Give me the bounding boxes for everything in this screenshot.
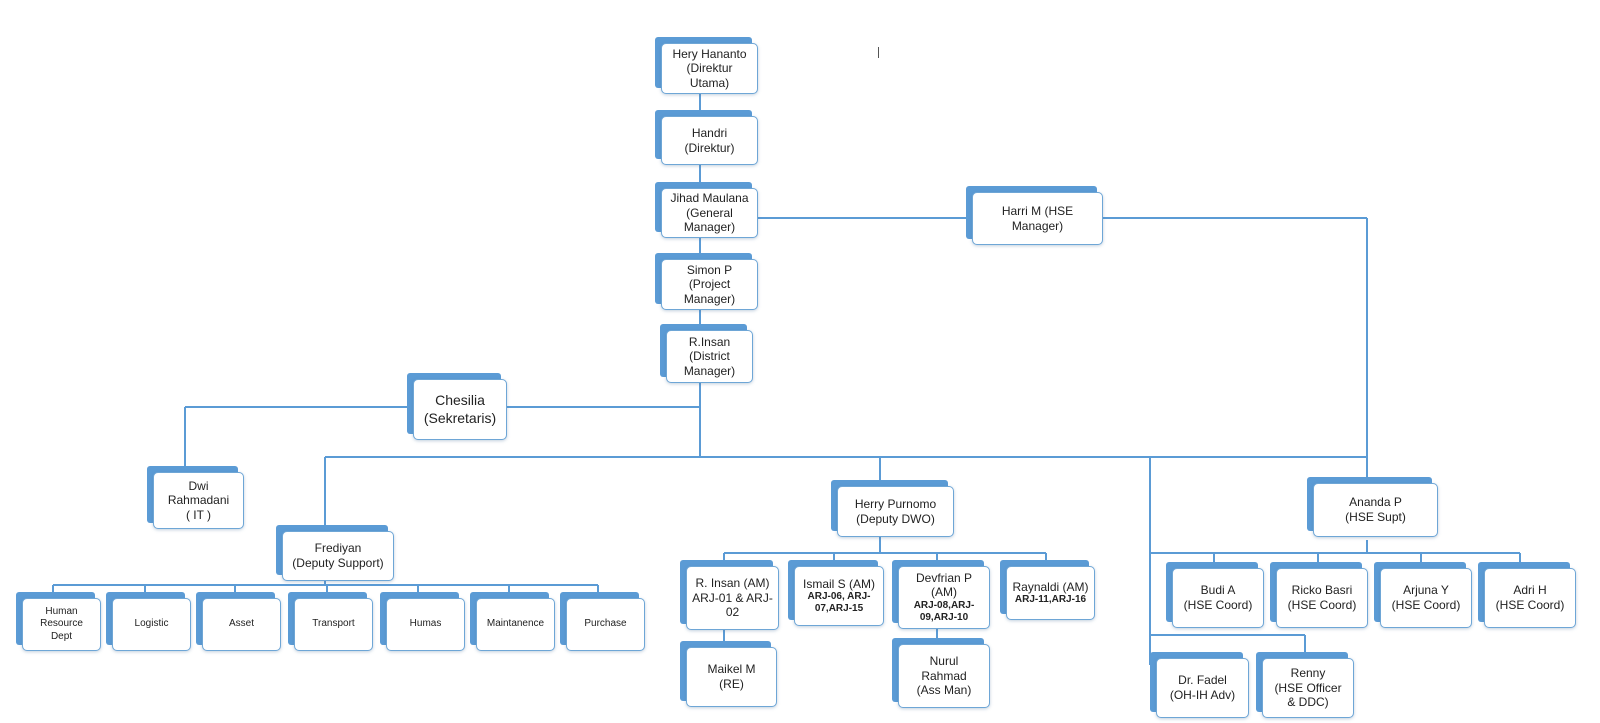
role-label: (RE) [719, 677, 744, 691]
box-coord-budi: Budi A (HSE Coord) [1166, 562, 1264, 628]
role-label: (HSE Coord) [1391, 598, 1461, 612]
name-label: Maikel M [707, 662, 756, 677]
name-label: Human Resource Dept [40, 606, 83, 642]
box-district-manager: R.Insan (District Manager) [660, 324, 753, 383]
box-humas: Humas [380, 592, 465, 651]
name-label: Humas [409, 618, 442, 630]
name-label: Jihad Maulana [670, 191, 749, 206]
name-label: R. Insan (AM) ARJ-01 & ARJ- 02 [692, 576, 773, 620]
box-project-manager: Simon P (Project Manager) [655, 253, 758, 310]
name-label: Devfrian P (AM) [915, 570, 973, 600]
name-label: Herry Purnomo [854, 496, 937, 511]
box-officer-renny: Renny (HSE Officer & DDC) [1256, 652, 1354, 718]
role-label: (Ass Man) [916, 683, 972, 698]
name-label: Harri M (HSE Manager) [1001, 203, 1074, 233]
text-cursor-mark [878, 47, 879, 58]
box-purchase: Purchase [560, 592, 645, 651]
box-coord-adri: Adri H (HSE Coord) [1478, 562, 1576, 628]
name-label: Ananda P [1349, 495, 1402, 510]
name-label: Purchase [584, 618, 627, 630]
role-label: (Sekretaris) [423, 409, 497, 426]
box-coord-arjuna: Arjuna Y (HSE Coord) [1374, 562, 1472, 628]
box-sekretaris: Chesilia (Sekretaris) [407, 373, 507, 440]
role-label: (HSE Coord) [1495, 598, 1565, 612]
box-am-ismail: Ismail S (AM) ARJ-06, ARJ- 07,ARJ-15 [788, 560, 884, 626]
role-label: ( IT ) [185, 507, 212, 522]
role-label: (HSE Coord) [1287, 598, 1357, 612]
box-deputy-dwo: Herry Purnomo (Deputy DWO) [831, 480, 954, 537]
box-am-devfrian: Devfrian P (AM) ARJ-08,ARJ- 09,ARJ-10 [892, 560, 990, 629]
box-direktur-utama: Hery Hananto (Direktur Utama) [655, 37, 758, 94]
box-it: Dwi Rahmadani ( IT ) [147, 466, 244, 529]
box-general-manager: Jihad Maulana (General Manager) [655, 182, 758, 238]
role-label: (HSE Supt) [1345, 510, 1406, 524]
box-maintanence: Maintanence [470, 592, 555, 651]
name-label: Budi A [1200, 583, 1236, 598]
box-human-resource: Human Resource Dept [16, 592, 101, 651]
name-label: R.Insan [688, 334, 731, 349]
box-logistic: Logistic [106, 592, 191, 651]
box-transport: Transport [288, 592, 373, 651]
role-label: (District Manager) [683, 349, 736, 378]
box-asset: Asset [196, 592, 281, 651]
name-label: Adri H [1513, 583, 1547, 598]
role-label: (HSE Officer & DDC) [1274, 680, 1342, 710]
role-label: (Direktur Utama) [686, 61, 733, 90]
box-am-raynaldi: Raynaldi (AM) ARJ-11,ARJ-16 [1000, 560, 1095, 620]
role-label: (Project Manager) [683, 277, 736, 306]
role-label: (Deputy Support) [292, 556, 384, 570]
role-label: (General Manager) [683, 205, 736, 235]
area-code-label: ARJ-08,ARJ- 09,ARJ-10 [913, 599, 975, 624]
box-re-maikel: Maikel M (RE) [680, 641, 777, 707]
name-label: Renny [1290, 666, 1326, 681]
name-label: Nurul Rahmad [921, 654, 967, 683]
role-label: (Deputy DWO) [856, 511, 935, 526]
role-label: (HSE Coord) [1183, 598, 1253, 612]
area-code-label: ARJ-06, ARJ- 07,ARJ-15 [807, 591, 871, 615]
name-label: Asset [228, 618, 254, 630]
name-label: Frediyan [314, 541, 362, 556]
box-deputy-support: Frediyan (Deputy Support) [276, 525, 394, 581]
box-hse-manager: Harri M (HSE Manager) [966, 186, 1103, 245]
name-label: Transport [312, 618, 355, 630]
box-coord-ricko: Ricko Basri (HSE Coord) [1270, 562, 1368, 628]
name-label: Ismail S (AM) [803, 576, 875, 591]
area-code-label: ARJ-11,ARJ-16 [1014, 594, 1087, 606]
box-direktur: Handri (Direktur) [655, 110, 758, 165]
role-label: (OH-IH Adv) [1169, 688, 1236, 702]
name-label: Chesilia [435, 392, 485, 409]
role-label: (Direktur) [684, 140, 735, 155]
name-label: Ricko Basri [1291, 583, 1353, 598]
name-label: Maintanence [486, 618, 545, 630]
name-label: Hery Hananto [672, 46, 747, 61]
name-label: Arjuna Y [1403, 583, 1449, 598]
name-label: Dwi Rahmadani [167, 478, 230, 508]
box-ass-nurul: Nurul Rahmad (Ass Man) [892, 638, 990, 708]
box-oh-fadel: Dr. Fadel (OH-IH Adv) [1150, 652, 1249, 718]
box-hse-supt: Ananda P (HSE Supt) [1307, 477, 1438, 537]
name-label: Logistic [134, 618, 169, 630]
name-label: Raynaldi (AM) [1012, 579, 1089, 594]
box-am-insan: R. Insan (AM) ARJ-01 & ARJ- 02 [680, 560, 779, 630]
name-label: Dr. Fadel [1178, 673, 1227, 688]
name-label: Handri [691, 125, 728, 140]
name-label: Simon P [686, 262, 733, 277]
